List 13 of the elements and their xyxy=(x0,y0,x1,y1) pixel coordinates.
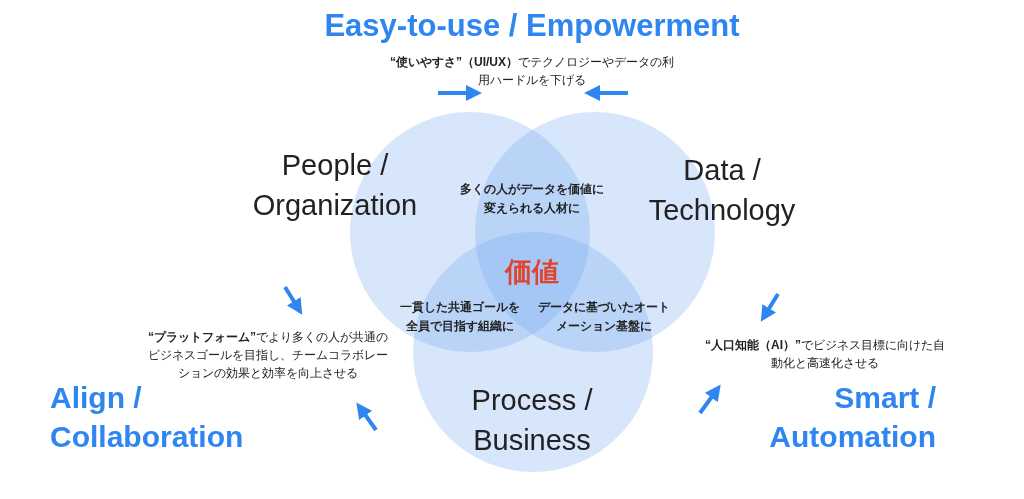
circle-label: People / Organization xyxy=(251,148,419,223)
overlap-text: 一貫した共通ゴールを全員で目指す組織に xyxy=(399,299,521,335)
heading: Smart / Automation xyxy=(768,380,936,455)
center-text: 価値 xyxy=(503,256,560,289)
overlap-text: 多くの人がデータを価値に変えられる人材に xyxy=(459,181,605,217)
overlap-text: データに基づいたオートメーション基盤に xyxy=(537,299,671,335)
heading: Align / Collaboration xyxy=(50,380,245,455)
description-text: “使いやすさ”（UI/UX）でテクノロジーやデータの利用ハードルを下げる xyxy=(389,54,675,89)
circle-label: Data / Technology xyxy=(647,153,797,228)
circle-label: Process / Business xyxy=(470,383,594,458)
heading: Easy-to-use / Empowerment xyxy=(323,8,741,44)
description-text: “プラットフォーム”でより多くの人が共通のビジネスゴールを目指し、チームコラボレーションの効果と効率を向上させる xyxy=(147,329,389,382)
description-text: “人口知能（AI）”でビジネス目標に向けた自動化と高速化させる xyxy=(704,337,946,372)
